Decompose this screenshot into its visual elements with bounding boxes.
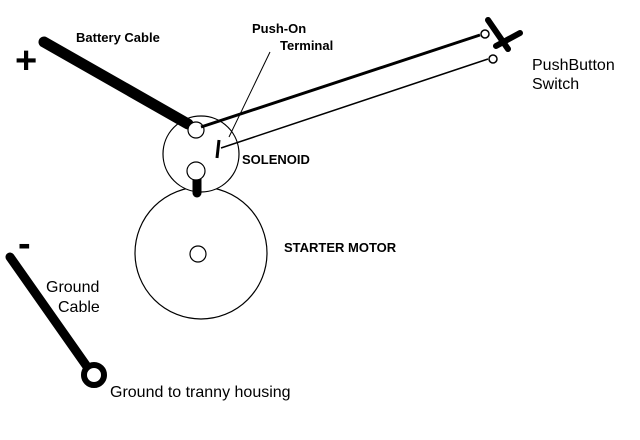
pushbutton-actuator xyxy=(493,30,523,49)
push-on-terminal xyxy=(215,139,221,159)
switch-terminal-lower xyxy=(488,54,498,64)
solenoid-battery-terminal xyxy=(187,121,205,139)
ground-cable-label-line1: Ground xyxy=(46,279,100,296)
switch-wire-battery xyxy=(200,33,481,129)
battery-cable-label: Battery Cable xyxy=(76,30,160,45)
pushbutton-label-line2: Switch xyxy=(532,76,580,93)
pushbutton-label-line1: PushButton xyxy=(532,57,615,74)
solenoid-label: SOLENOID xyxy=(242,152,310,167)
battery-cable xyxy=(38,36,194,130)
ground-cable-label-line2: Cable xyxy=(58,299,100,316)
ground-ring-terminal xyxy=(81,362,107,388)
solenoid-motor-terminal xyxy=(186,161,206,181)
negative-sign: - xyxy=(18,223,31,265)
starter-motor-label: STARTER MOTOR xyxy=(284,240,397,255)
switch-wire-push-on xyxy=(220,58,489,149)
ground-location-label: Ground to tranny housing xyxy=(110,384,291,401)
positive-sign: + xyxy=(15,40,38,82)
push-on-leader-line xyxy=(228,51,271,138)
switch-terminal-upper xyxy=(480,29,490,39)
push-on-label-line2: Terminal xyxy=(280,38,334,53)
starter-motor-shaft xyxy=(189,245,207,263)
push-on-label-line1: Push-On xyxy=(252,21,307,36)
ground-cable xyxy=(5,252,93,373)
